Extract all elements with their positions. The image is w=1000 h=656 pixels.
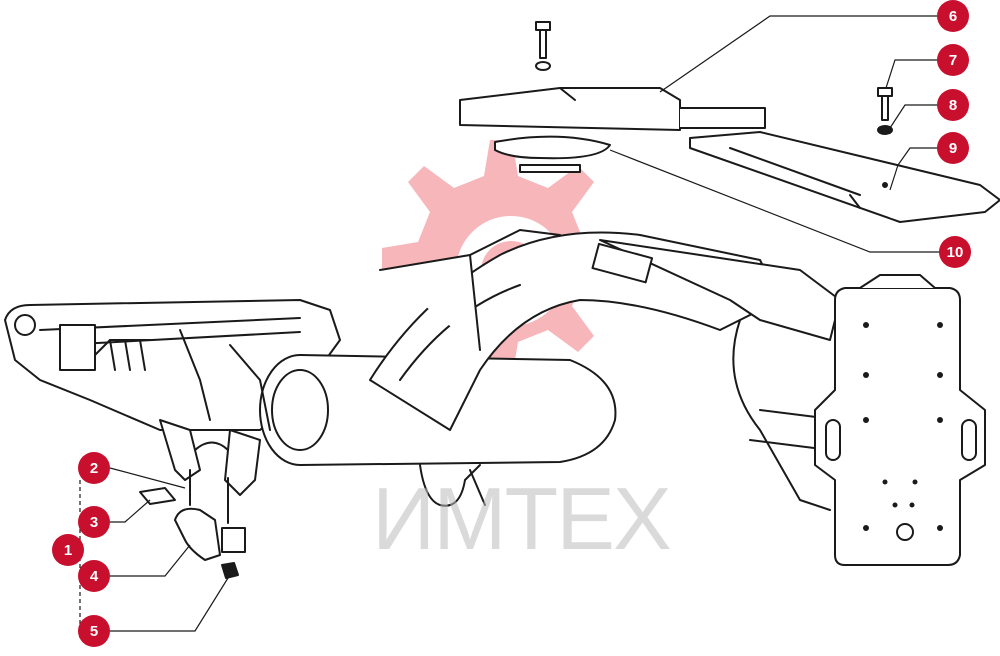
callout-7[interactable]: 7 <box>937 44 969 76</box>
main-frame-beam <box>4 299 341 431</box>
cover-plate <box>459 87 766 131</box>
callout-2[interactable]: 2 <box>78 452 110 484</box>
bolt-right <box>877 87 893 135</box>
channel-plate <box>689 131 1000 223</box>
callout-8[interactable]: 8 <box>937 89 969 121</box>
bolt-left <box>535 21 551 71</box>
callout-3[interactable]: 3 <box>78 506 110 538</box>
gasket <box>494 135 611 173</box>
callout-5[interactable]: 5 <box>78 615 110 647</box>
watermark-text: ИМТЕХ <box>372 469 672 568</box>
plate-holes <box>863 322 943 531</box>
callout-4[interactable]: 4 <box>78 560 110 592</box>
callout-6[interactable]: 6 <box>937 0 969 32</box>
lower-bracket <box>419 464 486 507</box>
cradle-bracket <box>159 419 261 496</box>
callout-10[interactable]: 10 <box>939 236 971 268</box>
mounting-plate <box>814 274 986 566</box>
callout-1[interactable]: 1 <box>52 534 84 566</box>
right-beam <box>591 239 841 511</box>
arch-beam <box>369 229 781 431</box>
callout-9[interactable]: 9 <box>937 132 969 164</box>
split-clamp <box>174 469 246 561</box>
nut <box>221 562 239 579</box>
shim-plate <box>139 487 176 505</box>
